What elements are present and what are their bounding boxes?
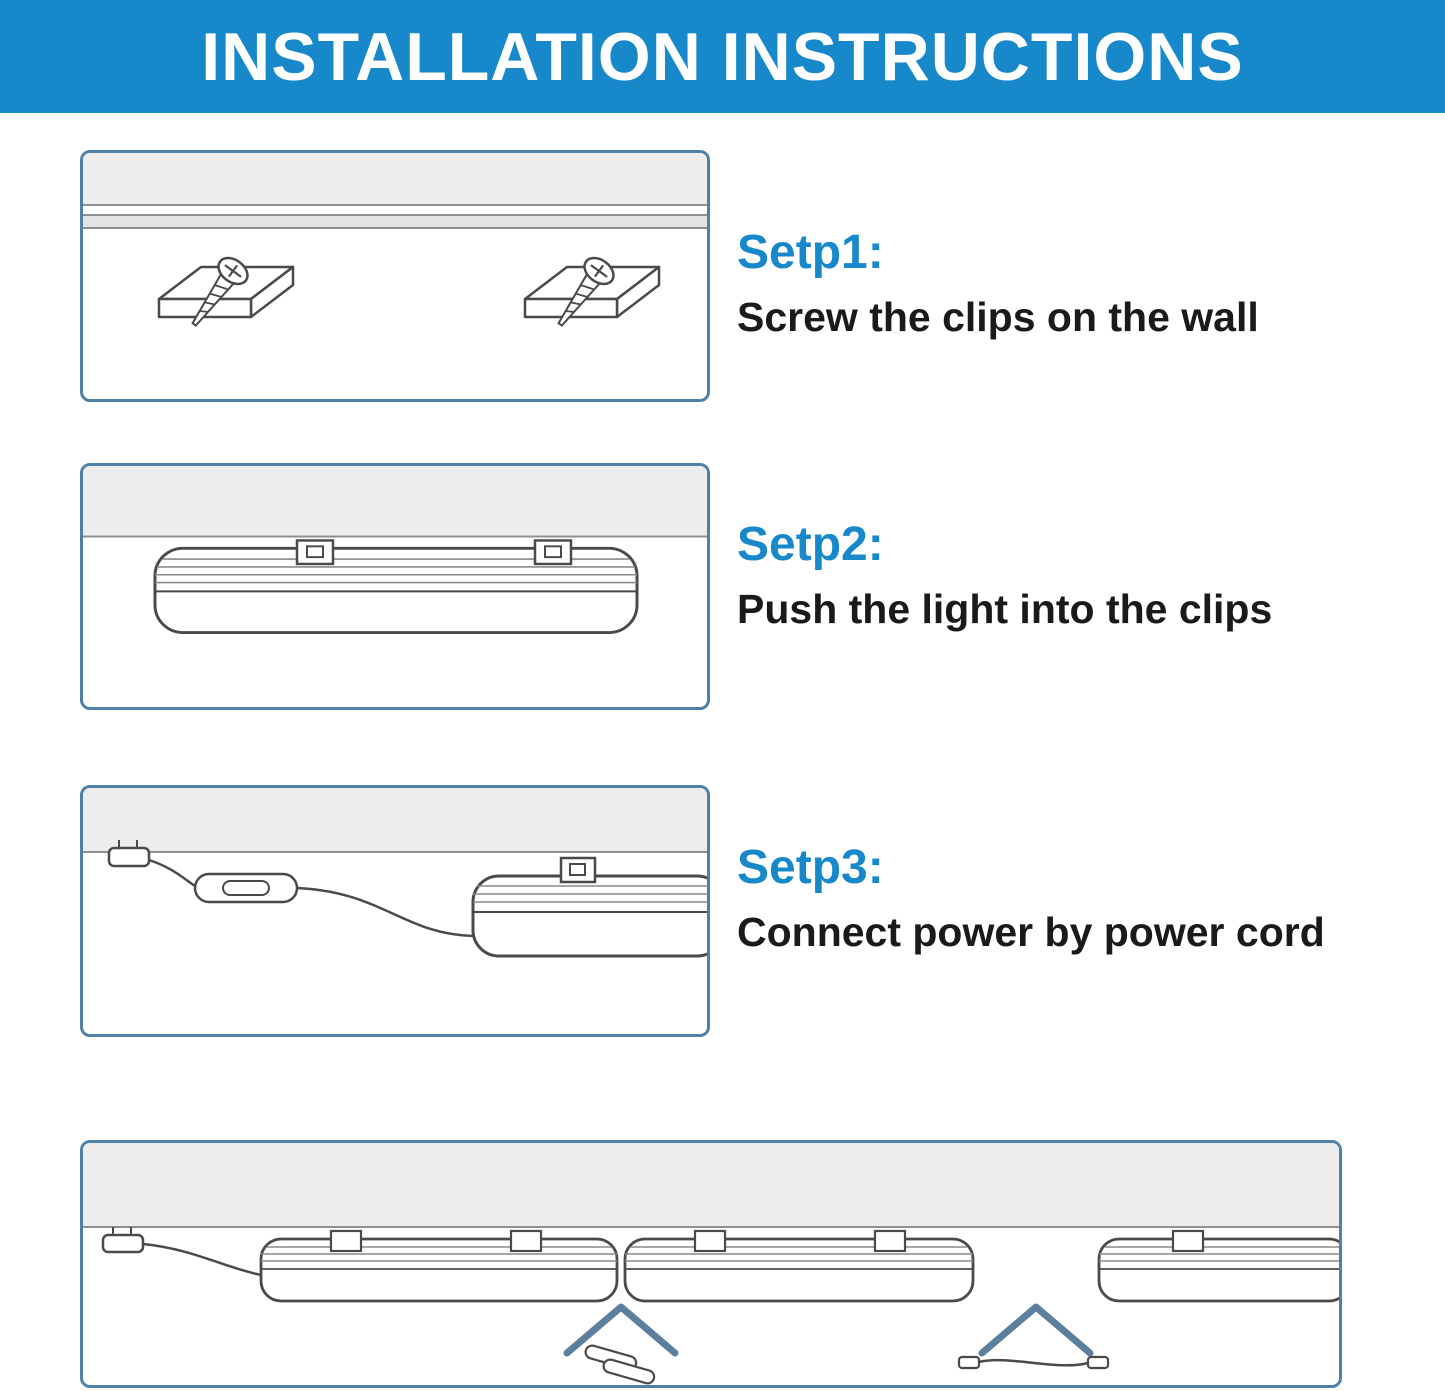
- inline-connector: [193, 872, 299, 904]
- step3-diagram-box: [80, 785, 710, 1037]
- step2-text: Setp2: Push the light into the clips: [737, 518, 1273, 633]
- step2-label: Setp2:: [737, 518, 884, 571]
- junction-chevron: [978, 1303, 1094, 1357]
- ceiling-panel: [83, 1143, 1339, 1228]
- light-fixture-partial: [1097, 1229, 1339, 1303]
- step3-text: Setp3: Connect power by power cord: [737, 841, 1325, 956]
- clip-tab: [873, 1229, 907, 1253]
- power-cord: [148, 858, 196, 888]
- step1-description: Screw the clips on the wall: [737, 294, 1259, 341]
- light-fixture-partial: [471, 856, 707, 958]
- combined-installation-diagram-box: [80, 1140, 1342, 1388]
- page-title: INSTALLATION INSTRUCTIONS: [201, 18, 1244, 95]
- clip-tab: [693, 1229, 727, 1253]
- clip-tab: [1171, 1229, 1205, 1253]
- power-cord-diagram: [83, 788, 707, 958]
- linked-lights-diagram: [83, 1143, 1339, 1385]
- ceiling-panel: [83, 788, 707, 853]
- step3-description: Connect power by power cord: [737, 909, 1325, 956]
- power-plug: [107, 840, 151, 868]
- power-plug: [101, 1227, 145, 1254]
- step3-label: Setp3:: [737, 841, 884, 894]
- step1-text: Setp1: Screw the clips on the wall: [737, 226, 1259, 341]
- junction-chevron: [563, 1303, 679, 1357]
- clip-tab: [509, 1229, 543, 1253]
- light-fixture: [623, 1229, 975, 1303]
- clip-tab: [533, 539, 573, 566]
- power-cord: [296, 886, 474, 938]
- push-light-diagram: [83, 466, 707, 635]
- clip-tab: [295, 539, 335, 566]
- clip-tab: [329, 1229, 363, 1253]
- power-cord: [142, 1242, 262, 1277]
- page-header: INSTALLATION INSTRUCTIONS: [0, 0, 1445, 113]
- light-fixture: [153, 539, 639, 635]
- linking-cable: [957, 1355, 1110, 1370]
- light-fixture: [259, 1229, 619, 1303]
- step1-label: Setp1:: [737, 226, 884, 279]
- wall-clips-diagram: [83, 153, 707, 336]
- step1-diagram-box: [80, 150, 710, 402]
- clip-tab: [559, 856, 597, 884]
- ceiling-panel: [83, 466, 707, 538]
- ceiling-panel: [83, 153, 707, 229]
- seamless-connector-pins: [584, 1344, 656, 1385]
- step2-diagram-box: [80, 463, 710, 710]
- mounting-clip-left: [157, 251, 295, 336]
- mounting-clip-right: [523, 251, 661, 336]
- step2-description: Push the light into the clips: [737, 586, 1273, 633]
